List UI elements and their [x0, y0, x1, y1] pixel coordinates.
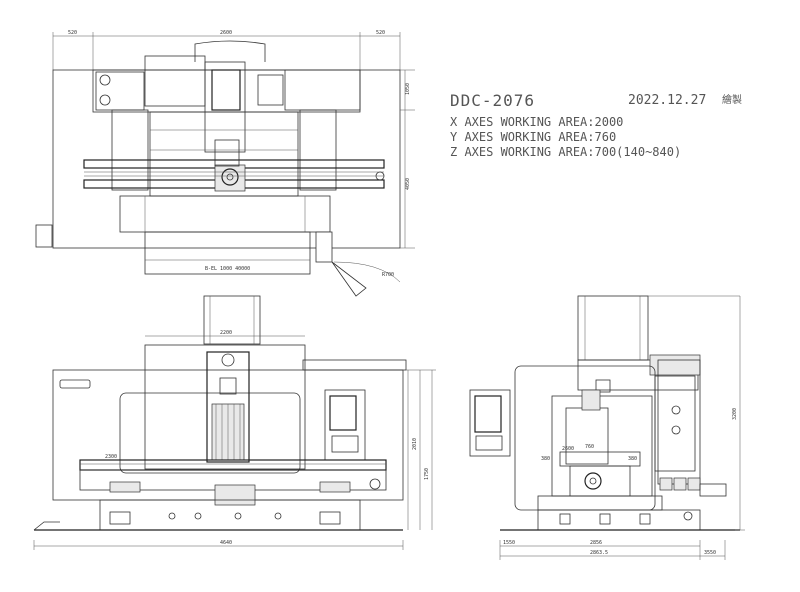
side-dim-height: 3200 — [732, 408, 738, 420]
title-block: DDC-2076 2022.12.27 繪製 X AXES WORKING AR… — [450, 91, 742, 159]
x-axes-working-area: X AXES WORKING AREA:2000 — [450, 115, 623, 129]
front-view: 2200 2300 — [33, 295, 436, 550]
top-dim-right: 520 — [376, 30, 385, 36]
front-dim-table: 2200 — [220, 330, 232, 336]
front-dim-width: 4640 — [220, 540, 232, 546]
drawn-by: 繪製 — [722, 93, 742, 106]
top-dim-height-top: 1050 — [405, 83, 411, 95]
side-dim-e: 2856 — [590, 540, 602, 546]
model-name: DDC-2076 — [450, 91, 535, 110]
y-axes-working-area: Y AXES WORKING AREA:760 — [450, 130, 616, 144]
side-dim-b: 380 — [541, 456, 550, 462]
side-view: 760 380 380 3200 1550 285 — [469, 295, 745, 560]
top-dim-height-total: 4050 — [405, 178, 411, 190]
side-dim-c: 380 — [628, 456, 637, 462]
front-dim-height-b: 1750 — [424, 468, 430, 480]
top-dim-left: 520 — [68, 30, 77, 36]
side-dim-g: 3550 — [704, 550, 716, 556]
front-dim-left: 2300 — [105, 454, 117, 460]
top-dim-center: 2600 — [220, 30, 232, 36]
front-dim-height-a: 2010 — [412, 438, 418, 450]
top-dim-door: R700 — [382, 272, 394, 278]
side-dim-d: 1550 — [503, 540, 515, 546]
side-dim-h: 2600 — [562, 446, 574, 452]
side-dim-f: 2863.5 — [590, 550, 608, 556]
top-view: 520 2600 520 1050 4050 — [35, 30, 415, 297]
top-dim-bottom: B-EL 1000 40000 — [205, 266, 250, 272]
drawing-date: 2022.12.27 — [628, 93, 706, 108]
z-axes-working-area: Z AXES WORKING AREA:700(140~840) — [450, 145, 681, 159]
side-dim-a: 760 — [585, 444, 594, 450]
